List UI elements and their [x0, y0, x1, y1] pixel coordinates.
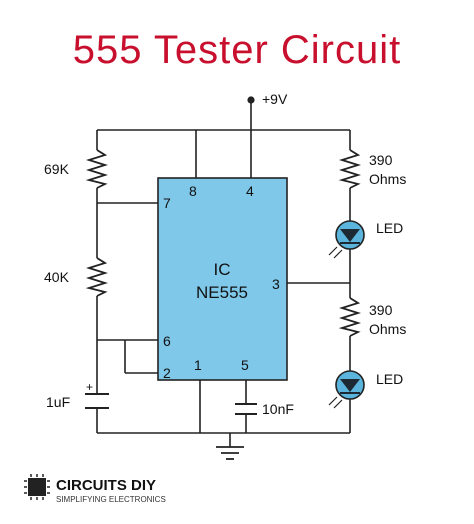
- ic-label: IC: [214, 260, 231, 279]
- pin-8-label: 8: [189, 183, 197, 199]
- capacitor-c1: [85, 393, 109, 409]
- pin-2-label: 2: [163, 365, 171, 381]
- c2-label: 10nF: [262, 401, 294, 417]
- supply-terminal: [247, 96, 255, 104]
- brand-name: CIRCUITS DIY: [56, 477, 156, 494]
- r4-unit-label: Ohms: [369, 321, 406, 337]
- chip-icon: [24, 474, 50, 500]
- ic-body: [157, 177, 288, 381]
- r4-value-label: 390: [369, 302, 393, 318]
- pin-4-label: 4: [246, 183, 254, 199]
- wires: [96, 100, 351, 447]
- supply-label: +9V: [262, 91, 288, 107]
- ic-model-label: NE555: [196, 283, 248, 302]
- c1-polarity-label: +: [86, 380, 93, 394]
- page-title: 555 Tester Circuit: [72, 28, 402, 72]
- led-2: [328, 370, 365, 409]
- resistor-r4: [338, 297, 362, 337]
- r1-label: 69K: [44, 161, 70, 177]
- led-1: [328, 220, 365, 259]
- capacitor-c2: [235, 403, 257, 415]
- led2-label: LED: [376, 371, 403, 387]
- resistor-r1: [85, 149, 109, 189]
- brand-tagline: SIMPLIFYING ELECTRONICS: [56, 495, 166, 504]
- r3-unit-label: Ohms: [369, 171, 406, 187]
- pin-6-label: 6: [163, 333, 171, 349]
- r2-label: 40K: [44, 269, 70, 285]
- pin-3-label: 3: [272, 276, 280, 292]
- pin-7-label: 7: [163, 195, 171, 211]
- pin-1-label: 1: [194, 357, 202, 373]
- c1-label: 1uF: [46, 394, 70, 410]
- resistor-r2: [85, 257, 109, 297]
- pin-5-label: 5: [241, 357, 249, 373]
- resistor-r3: [338, 149, 362, 189]
- ground-icon: [216, 446, 244, 460]
- r3-value-label: 390: [369, 152, 393, 168]
- led1-label: LED: [376, 220, 403, 236]
